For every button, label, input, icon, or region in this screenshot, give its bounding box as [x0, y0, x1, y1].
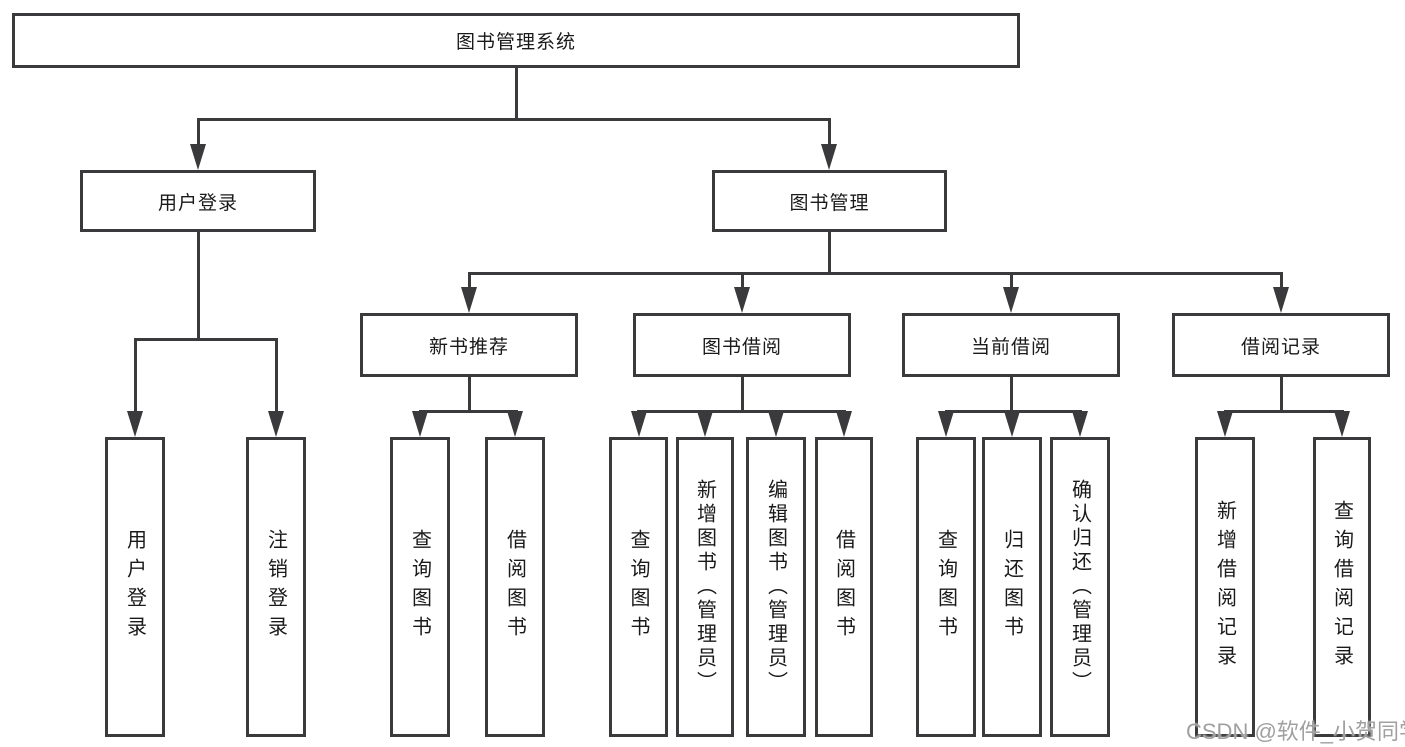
connector	[134, 338, 278, 341]
leaf-query-books-current: 查询图书	[916, 437, 976, 737]
connector	[1280, 275, 1283, 287]
connector	[1280, 377, 1283, 410]
connector	[419, 410, 518, 413]
arrow-down	[821, 144, 837, 170]
arrow-down	[1072, 411, 1088, 437]
arrow-down	[1334, 411, 1350, 437]
arrow-down	[836, 411, 852, 437]
connector	[197, 232, 200, 338]
csdn-watermark: CSDN @软件_小贺同学	[1186, 719, 1405, 744]
node-new-book-recommendation: 新书推荐	[360, 313, 578, 377]
leaf-query-borrow-record: 查询借阅记录	[1313, 437, 1371, 737]
arrow-down	[507, 411, 523, 437]
arrow-down	[938, 411, 954, 437]
arrow-down	[190, 144, 206, 170]
node-borrowing-records: 借阅记录	[1172, 313, 1390, 377]
arrow-down	[631, 411, 647, 437]
leaf-confirm-return-admin: 确认归还（管理员）	[1050, 437, 1110, 737]
arrow-down	[697, 411, 713, 437]
node-user-login: 用户登录	[80, 170, 316, 232]
leaf-query-books-borrowing: 查询图书	[609, 437, 668, 737]
connector	[468, 377, 471, 410]
leaf-borrow-books-recommend: 借阅图书	[485, 437, 545, 737]
arrow-down	[1004, 411, 1020, 437]
connector	[1010, 377, 1013, 410]
leaf-user-login: 用户登录	[105, 437, 165, 737]
connector	[1010, 275, 1013, 287]
arrow-down	[127, 411, 143, 437]
connector	[197, 121, 200, 146]
connector	[468, 272, 1283, 275]
arrow-down	[768, 411, 784, 437]
connector	[828, 121, 831, 146]
node-book-management: 图书管理	[712, 170, 947, 232]
leaf-edit-books-admin: 编辑图书（管理员）	[746, 437, 806, 737]
leaf-logout: 注销登录	[246, 437, 306, 737]
arrow-down	[412, 411, 428, 437]
connector	[468, 275, 471, 287]
connector	[741, 377, 744, 410]
arrow-down	[461, 287, 477, 313]
arrow-down	[734, 287, 750, 313]
connector	[637, 410, 846, 413]
node-book-borrowing: 图书借阅	[633, 313, 851, 377]
connector	[197, 118, 831, 121]
connector	[515, 68, 518, 118]
connector	[828, 232, 831, 272]
connector	[275, 341, 278, 411]
connector	[741, 275, 744, 287]
arrow-down	[268, 411, 284, 437]
connector	[1224, 410, 1344, 413]
connector	[134, 341, 137, 411]
leaf-query-books-recommend: 查询图书	[390, 437, 450, 737]
leaf-add-books-admin: 新增图书（管理员）	[676, 437, 734, 737]
node-library-management-system: 图书管理系统	[12, 13, 1020, 68]
node-current-borrowing: 当前借阅	[902, 313, 1120, 377]
leaf-return-books: 归还图书	[982, 437, 1042, 737]
arrow-down	[1003, 287, 1019, 313]
arrow-down	[1273, 287, 1289, 313]
leaf-borrow-books: 借阅图书	[815, 437, 873, 737]
leaf-add-borrow-record: 新增借阅记录	[1195, 437, 1255, 737]
arrow-down	[1217, 411, 1233, 437]
